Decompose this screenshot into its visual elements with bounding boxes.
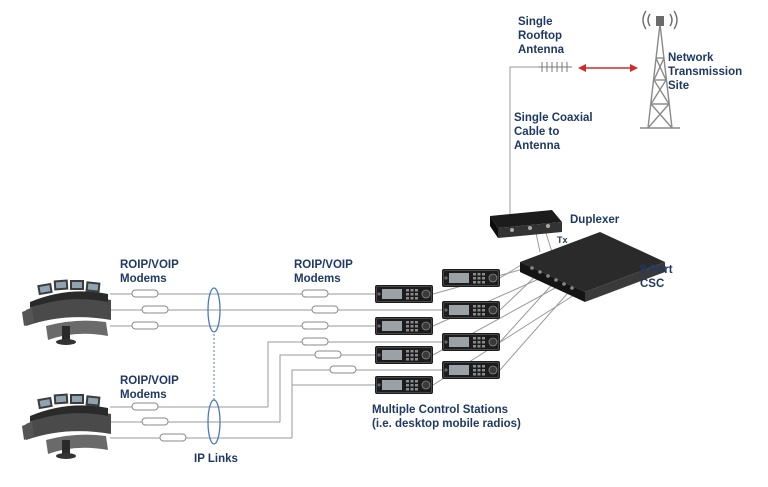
console2-line-2-route (279, 354, 375, 422)
csc-label: 8 Port CSC (640, 264, 673, 290)
yagi-antenna-icon (538, 62, 572, 72)
wiring (110, 66, 583, 439)
modems-bottom-left-label: ROIP/VOIP Modems (120, 375, 179, 401)
dispatch-console-icon (22, 393, 111, 459)
tx-label: Tx (557, 235, 568, 245)
duplexer-box-icon (490, 210, 562, 238)
ip-link-ellipse-bottom (207, 399, 221, 445)
modems (131, 289, 357, 442)
dispatch-console-icon (22, 279, 111, 345)
modems-top-left-label: ROIP/VOIP Modems (120, 259, 179, 285)
control-stations (374, 268, 501, 395)
radio-link-arrow (578, 64, 638, 72)
ip-links-label: IP Links (194, 453, 238, 465)
duplexer-label: Duplexer (570, 214, 620, 226)
rooftop-antenna-label: Single Rooftop Antenna (518, 16, 564, 56)
duplexer-tx-link (544, 229, 553, 253)
coax-cable-label: Single Coaxial Cable to Antenna (514, 112, 593, 152)
control-stations-label: Multiple Control Stations (i.e. desktop … (372, 404, 521, 430)
network-site-label: Network Transmission Site (668, 52, 743, 92)
ip-link-ellipse-top (207, 287, 221, 333)
coax-cable (509, 66, 540, 235)
rack-combiner-icon (520, 232, 665, 302)
modems-top-mid-label: ROIP/VOIP Modems (294, 259, 353, 285)
console2-line-1-route (267, 341, 442, 407)
transmission-tower-icon (640, 10, 680, 129)
